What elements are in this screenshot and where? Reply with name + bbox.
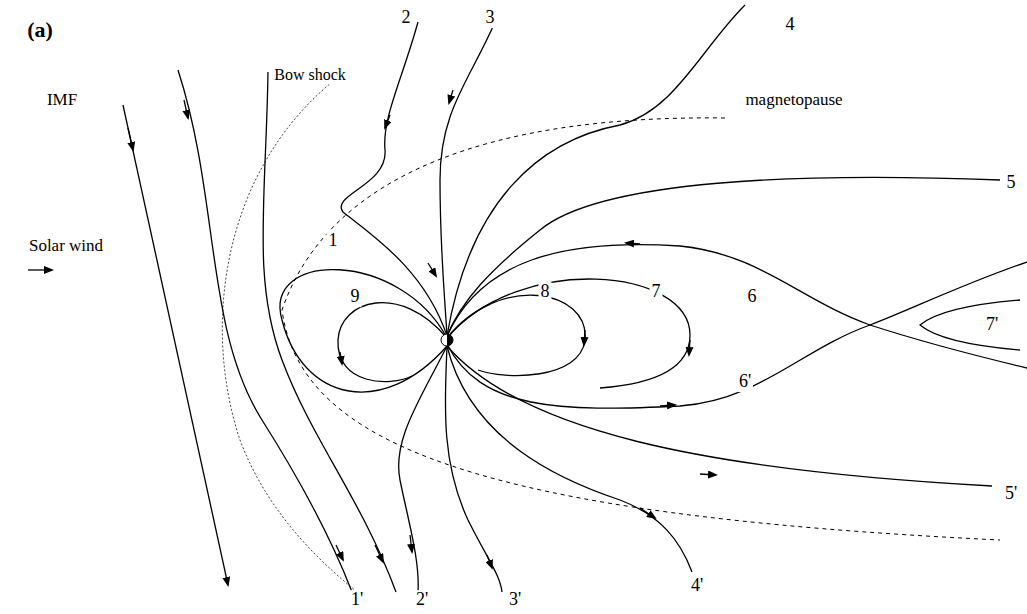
callout-number: 7' — [984, 315, 1000, 335]
callout-number: 9 — [349, 287, 362, 307]
callout-number: 1 — [327, 231, 340, 251]
callout-number: 8 — [539, 282, 552, 302]
panel-label: (a) — [25, 18, 55, 42]
callout-number: 3' — [507, 590, 523, 610]
callout-number: 2' — [414, 590, 430, 610]
callout-number: 4' — [689, 576, 705, 596]
callout-number: 6' — [737, 372, 753, 392]
solar-wind-label: Solar wind — [27, 237, 105, 256]
bow-shock-label: Bow shock — [272, 66, 348, 84]
callout-number: 1' — [349, 590, 365, 610]
magnetopause-label: magnetopause — [743, 91, 844, 110]
callout-number: 4 — [784, 15, 797, 35]
callout-number: 5' — [1003, 484, 1019, 504]
callout-number: 6 — [746, 287, 759, 307]
callout-number: 7 — [650, 282, 663, 302]
callout-number: 5 — [1005, 173, 1018, 193]
callout-number: 2 — [400, 8, 413, 28]
callout-number: 3 — [484, 8, 497, 28]
imf-label: IMF — [45, 91, 79, 110]
